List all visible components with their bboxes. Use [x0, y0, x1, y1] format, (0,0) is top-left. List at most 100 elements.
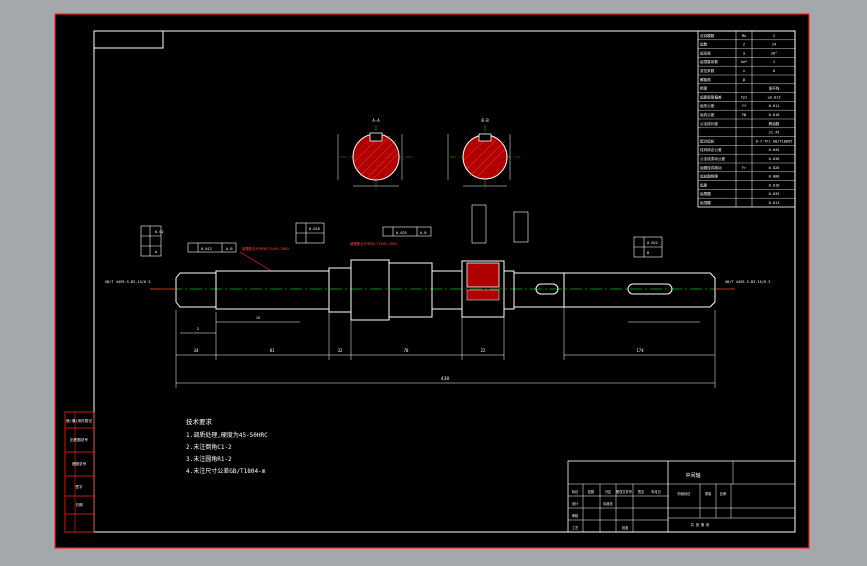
param-val: 0.028 [769, 166, 780, 170]
tol-value: 0.012 [201, 247, 212, 251]
tol-ref: A-B [420, 231, 427, 235]
param-label: 法向模数 [700, 33, 715, 38]
tol-ref: B [647, 251, 649, 255]
param-label: 齿圈径向跳动 [700, 165, 722, 170]
requirement-line: 1.调质处理,硬度为45-50HRC [186, 431, 268, 439]
tb-weight: 重量 [705, 491, 712, 496]
tb-design: 设计 [572, 501, 579, 506]
section-view-a: A-A [337, 118, 412, 190]
param-val: 0.035 [769, 192, 780, 196]
section-view-b: B-B [447, 118, 520, 190]
requirement-line: 2.未注倒角C1-2 [186, 443, 232, 451]
dim-seg3: 32 [338, 348, 343, 353]
tb-sheet: 共 张 第 张 [691, 522, 710, 527]
param-val: 2 [773, 34, 775, 38]
requirement-line: 3.未注圆角R1-2 [186, 455, 232, 463]
tb-check: 审核 [572, 513, 579, 518]
center-hole-left: GB/T 4459.5-B3.15/6.3 [105, 280, 150, 284]
dim-chamfer: 2 [197, 327, 199, 331]
param-sym: Fr [742, 166, 747, 170]
section-label-b: B-B [481, 118, 489, 123]
requirements-title: 技术要求 [186, 417, 213, 426]
param-val: 0.080 [769, 175, 780, 179]
param-val: 0.045 [769, 148, 780, 152]
sidebar-label: 旧底图总号 [70, 437, 88, 442]
param-label: 公法线变动公差 [700, 156, 726, 161]
dim-seg4: 78 [404, 348, 409, 353]
param-label: 齿轮副侧隙 [700, 174, 718, 179]
tb-approve: 批准 [622, 525, 629, 530]
dim-seg6: 174 [636, 348, 644, 353]
tb-label: 标记 [572, 489, 579, 494]
tol-value: 0.02 [155, 230, 164, 234]
param-sym: Fβ [742, 113, 746, 117]
sidebar-label: 签字 [75, 484, 83, 489]
tol-ref: A [155, 250, 158, 254]
tb-process: 工艺 [572, 525, 578, 530]
title-block-text: 中间轴 标记 处数 分区 更改文件号 签名 年月日 设计 标准化 审核 工艺 批… [572, 472, 726, 530]
dim-seg5: 22 [481, 348, 486, 353]
dim-total: 438 [441, 376, 449, 382]
dimension-lines [175, 307, 716, 388]
tb-stage: 阶段标记 [678, 491, 692, 496]
param-val: 8-7-7FL GB/T10095 [756, 139, 793, 143]
section-label-a: A-A [372, 118, 380, 123]
center-hole-right: GB/T 4459.5-B3.15/6.3 [725, 280, 770, 284]
param-label: 径向综合公差 [700, 147, 722, 152]
param-val: 20° [771, 51, 778, 55]
param-val: 0.036 [769, 157, 780, 161]
param-label: 配对齿轮 [700, 138, 715, 143]
param-val: 24 [772, 43, 776, 47]
tb-label: 年月日 [651, 489, 661, 494]
param-val: 0.016 [769, 183, 780, 187]
sidebar-label: 日期 [75, 502, 83, 507]
param-val: 渐开线 [769, 86, 780, 91]
param-sym: x [743, 69, 746, 73]
shaft-main-view [150, 259, 735, 321]
requirement-line: 4.未注尺寸公差GB/T1804-m [186, 467, 266, 475]
param-label: 齿数 [700, 42, 708, 47]
param-sym: β [743, 78, 745, 82]
param-label: 精度 [700, 86, 708, 91]
tb-scale: 比例 [720, 491, 726, 496]
sidebar-label: 底图总号 [72, 461, 87, 466]
tolerance-callouts: GB/T 4459.5-B3.15/6.3 GB/T 4459.5-B3.15/… [105, 204, 770, 290]
param-sym: Mn [742, 34, 746, 38]
left-sidebar: 借(通)用件登记 旧底图总号 底图总号 签字 日期 [64, 411, 95, 533]
param-sym: Z [743, 43, 746, 47]
param-label: 齿形角 [700, 50, 711, 55]
param-val: 0 [773, 69, 775, 73]
param-label: 齿厚 [700, 182, 708, 187]
drawing-title: 中间轴 [685, 472, 700, 479]
param-val: 21.45 [769, 131, 780, 135]
param-label: 齿向公差 [700, 112, 715, 117]
keyway-note-right: 键槽配合代号GB/T1095-2003 [350, 241, 397, 246]
tb-standard: 标准化 [603, 501, 613, 506]
tb-label: 分区 [605, 489, 612, 494]
dimension-texts: 438 34 81 32 78 22 174 2 15 [194, 316, 645, 382]
tb-label: 签名 [638, 489, 644, 494]
param-sym: ff [742, 104, 746, 108]
gear-teeth-hatch [466, 262, 500, 288]
keyway-note-left: 键槽配合代号GB/T1095-2003 [242, 246, 289, 251]
sheet-inner-border [93, 30, 796, 533]
param-label: 齿顶圆 [700, 200, 711, 205]
technical-requirements: 技术要求 1.调质处理,硬度为45-50HRC 2.未注倒角C1-2 3.未注圆… [186, 417, 268, 475]
param-label: 螺旋角 [700, 77, 711, 82]
drawing-number-box [93, 30, 164, 49]
param-val: 0.016 [769, 113, 780, 117]
param-val: 1 [773, 60, 775, 64]
param-label: 变位系数 [700, 68, 715, 73]
param-label: 齿根圆 [700, 191, 711, 196]
tb-label: 处数 [588, 489, 595, 494]
dim-keyway: 15 [256, 316, 260, 320]
param-sym: α [743, 51, 746, 55]
param-label: 公法线长度 [700, 121, 718, 126]
param-sym: ha* [741, 60, 748, 64]
tol-value: 0.018 [309, 227, 320, 231]
param-val: ±0.013 [768, 95, 781, 99]
tol-value: 0.025 [396, 231, 407, 235]
